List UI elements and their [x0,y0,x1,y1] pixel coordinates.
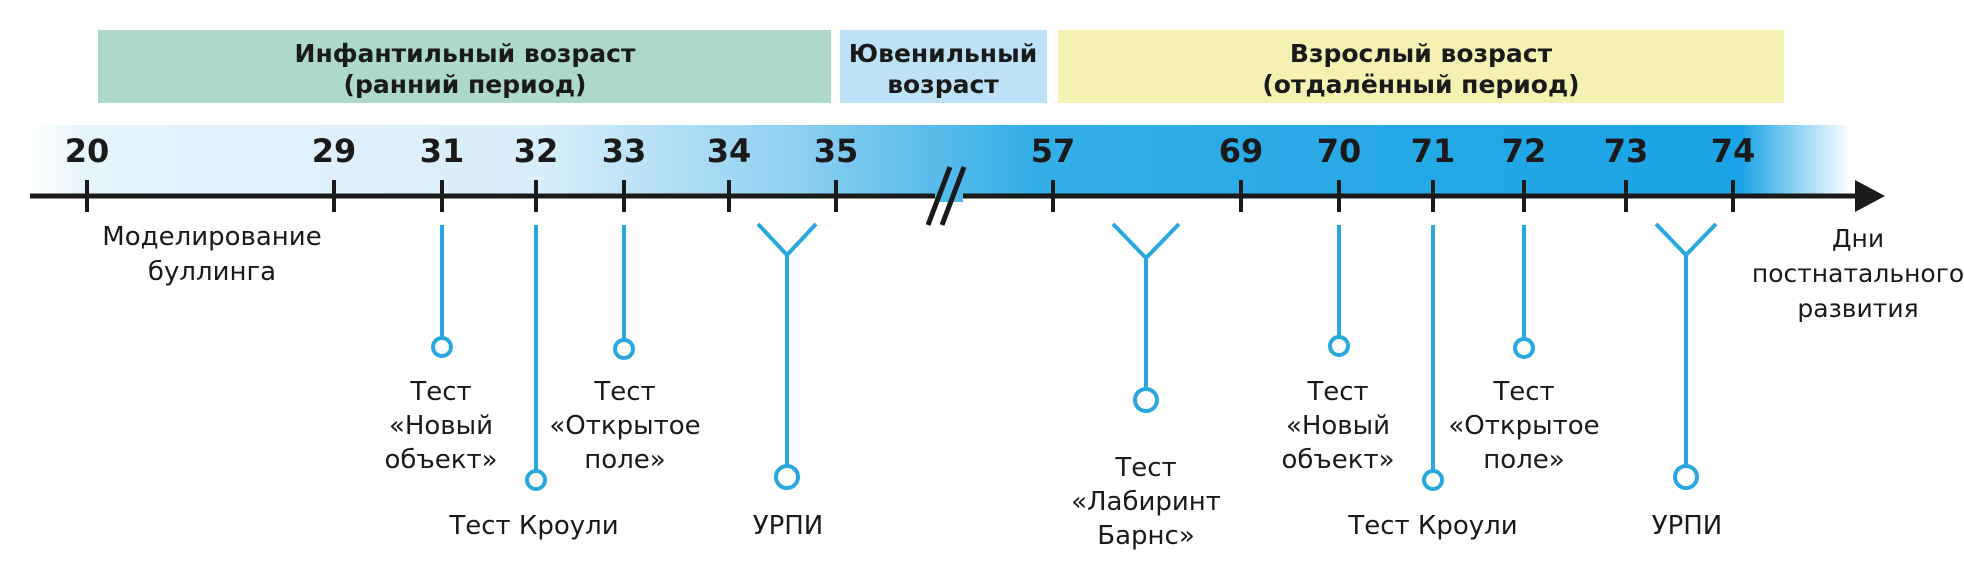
test-label-crawley-1-line1: Тест Кроули [448,511,618,541]
test-label-barnes-line2: «Лабиринт [1071,487,1221,517]
test-label-open-field-2-line3: поле» [1483,445,1564,475]
timeline-band [30,125,1850,195]
test-label-open-field-2-line1: Тест [1492,377,1554,407]
tick-label-72: 72 [1502,132,1547,170]
test-pin-urpi-2 [1654,222,1718,490]
tick-label-71: 71 [1411,132,1456,170]
period-juvenile-line2: возраст [887,70,999,99]
test-label-open-field-2: Тест «Открытое поле» [1448,377,1599,475]
test-label-urpi-1-line1: УРПИ [753,511,824,541]
tick-label-74: 74 [1711,132,1756,170]
tick-label-20: 20 [65,132,110,170]
tick-label-31: 31 [420,132,465,170]
test-label-barnes-line1: Тест [1114,453,1176,483]
period-juvenile-line1: Ювенильный [849,39,1037,68]
period-infant-line1: Инфантильный возраст [295,39,636,68]
test-label-crawley-2-line1: Тест Кроули [1347,511,1517,541]
tick-label-70: 70 [1317,132,1362,170]
test-label-novel-object-2-line2: «Новый [1286,411,1390,441]
period-adult: Взрослый возраст (отдалённый период) [1058,30,1784,103]
tick-label-32: 32 [514,132,559,170]
test-label-novel-object-1: Тест «Новый объект» [384,377,497,475]
period-infant: Инфантильный возраст (ранний период) [98,30,831,103]
tick-label-57: 57 [1031,132,1076,170]
test-label-novel-object-2-line3: объект» [1281,445,1394,475]
bullying-label: Моделирование буллинга [102,222,321,287]
tick-label-69: 69 [1219,132,1264,170]
tick-label-35: 35 [814,132,859,170]
axis-title: Дни постнатального развития [1752,224,1964,323]
test-label-novel-object-1-line2: «Новый [389,411,493,441]
test-label-crawley-1: Тест Кроули [448,511,618,541]
tick-label-34: 34 [707,132,752,170]
test-label-open-field-1-line2: «Открытое [549,411,700,441]
test-pin-novel-object-2 [1328,225,1350,357]
test-label-novel-object-2-line1: Тест [1306,377,1368,407]
test-label-barnes: Тест «Лабиринт Барнс» [1071,453,1221,551]
bullying-label-line2: буллинга [148,257,276,287]
axis-arrow-icon [1855,180,1885,212]
test-label-novel-object-2: Тест «Новый объект» [1281,377,1394,475]
period-infant-line2: (ранний период) [344,70,587,99]
tick-labels: 20 29 31 32 33 34 35 57 69 70 71 72 73 7… [65,132,1756,170]
axis-ticks [85,180,1735,212]
test-label-open-field-1-line3: поле» [584,445,665,475]
test-label-open-field-2-line2: «Открытое [1448,411,1599,441]
period-adult-line2: (отдалённый период) [1262,70,1579,99]
axis-title-line1: Дни [1832,224,1884,253]
test-label-urpi-2-line1: УРПИ [1652,511,1723,541]
test-label-urpi-2: УРПИ [1652,511,1723,541]
axis-break-icon [925,166,953,226]
test-label-open-field-1: Тест «Открытое поле» [549,377,700,475]
test-label-barnes-line3: Барнс» [1097,521,1194,551]
axis-title-line2: постнатального [1752,259,1964,288]
axis-title-line3: развития [1797,294,1918,323]
test-pin-open-field-1 [613,225,635,360]
test-pin-crawley-2 [1422,225,1444,491]
test-label-urpi-1: УРПИ [753,511,824,541]
tick-label-29: 29 [312,132,357,170]
test-pin-urpi-1 [756,222,818,490]
test-label-novel-object-1-line3: объект» [384,445,497,475]
test-pin-crawley-1 [525,225,547,491]
tick-label-33: 33 [602,132,647,170]
test-pin-novel-object-1 [431,225,453,358]
test-label-crawley-2: Тест Кроули [1347,511,1517,541]
test-label-novel-object-1-line1: Тест [409,377,471,407]
period-juvenile: Ювенильный возраст [840,30,1047,103]
period-adult-line1: Взрослый возраст [1290,39,1553,68]
axis-break-icon-2 [939,166,967,226]
bullying-label-line1: Моделирование [102,222,321,252]
tick-label-73: 73 [1604,132,1649,170]
test-pin-barnes [1111,222,1181,413]
test-pin-open-field-2 [1513,225,1535,359]
test-label-open-field-1-line1: Тест [593,377,655,407]
